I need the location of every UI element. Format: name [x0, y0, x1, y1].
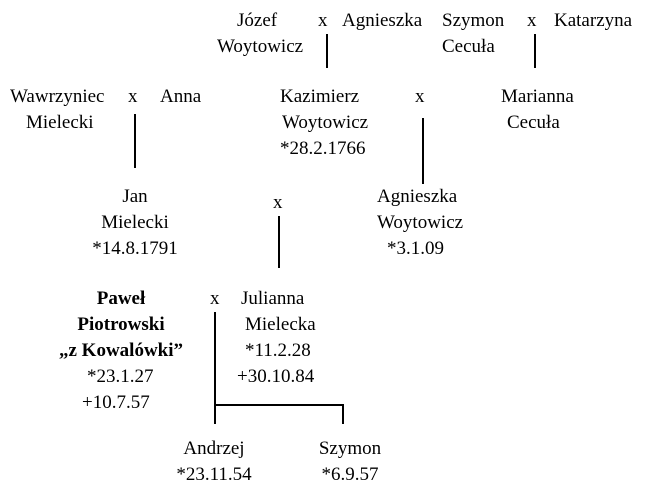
- descent-line-pawel-to-children: [214, 312, 216, 424]
- person-anna: Anna: [160, 86, 202, 107]
- person-birth: *23.11.54: [176, 464, 252, 485]
- descent-line-kazimierz-to-agnieszka: [422, 118, 424, 184]
- marriage-symbol-pawel-julianna: x: [210, 288, 220, 309]
- person-pawel-dates: *23.1.27 +10.7.57: [82, 364, 154, 416]
- person-birth: *3.1.09: [387, 238, 444, 259]
- person-birth: *14.8.1791: [92, 238, 178, 259]
- person-surname: Piotrowski: [77, 314, 165, 335]
- person-szymon: Szymon *6.9.57: [310, 436, 390, 488]
- person-first-name: Julianna: [241, 288, 305, 309]
- person-first-name: Andrzej: [183, 438, 245, 459]
- person-first-name: Kazimierz: [280, 86, 360, 107]
- descent-line-jozef-to-kazimierz: [326, 34, 328, 68]
- children-bar: [214, 404, 344, 406]
- person-birth: *6.9.57: [321, 464, 379, 485]
- descent-line-to-szymon: [342, 404, 344, 424]
- person-kazimierz-woytowicz: Kazimierz Woytowicz *28.2.1766: [280, 84, 368, 162]
- marriage-symbol-jozef-agnieszka: x: [318, 10, 328, 31]
- marriage-symbol-kazimierz-marianna: x: [415, 86, 425, 107]
- person-first-name: Józef: [237, 10, 278, 31]
- person-jozef-woytowicz: Józef Woytowicz: [217, 8, 303, 60]
- descent-line-jan-to-julianna: [278, 216, 280, 268]
- person-nickname: „z Kowalówki”: [58, 340, 184, 361]
- marriage-symbol-wawrzyniec-anna: x: [128, 86, 138, 107]
- person-surname: Woytowicz: [377, 212, 464, 233]
- person-surname: Mielecka: [245, 314, 316, 335]
- person-birth: *28.2.1766: [280, 138, 366, 159]
- person-first-name: Marianna: [501, 86, 574, 107]
- person-first-name: Agnieszka: [377, 186, 458, 207]
- person-surname: Mielecki: [101, 212, 169, 233]
- person-surname: Mielecki: [26, 112, 94, 133]
- person-first-name: Wawrzyniec: [10, 86, 105, 107]
- person-agnieszka-woytowicz: Agnieszka Woytowicz *3.1.09: [377, 184, 463, 262]
- person-death: +30.10.84: [237, 366, 315, 387]
- person-first-name: Szymon: [318, 438, 382, 459]
- person-surname: Woytowicz: [282, 112, 369, 133]
- person-szymon-cecula: Szymon Cecuła: [442, 8, 504, 60]
- person-pawel-piotrowski: Paweł Piotrowski „z Kowalówki”: [50, 286, 192, 364]
- person-katarzyna: Katarzyna: [554, 10, 633, 31]
- person-birth: *11.2.28: [245, 340, 311, 361]
- marriage-symbol-szymon-katarzyna: x: [527, 10, 537, 31]
- person-marianna-cecula: Marianna Cecuła: [501, 84, 574, 136]
- person-agnieszka: Agnieszka: [342, 10, 423, 31]
- person-surname: Cecuła: [507, 112, 560, 133]
- person-birth: *23.1.27: [87, 366, 154, 387]
- person-surname: Cecuła: [442, 36, 495, 57]
- descent-line-wawrzyniec-to-jan: [134, 114, 136, 168]
- descent-line-szymon-to-marianna: [534, 34, 536, 68]
- person-surname: Woytowicz: [217, 36, 304, 57]
- person-wawrzyniec-mielecki: Wawrzyniec Mielecki: [10, 84, 104, 136]
- person-first-name: Szymon: [442, 10, 505, 31]
- marriage-symbol-jan-agnieszka: x: [273, 192, 283, 213]
- person-julianna-mielecka: Julianna Mielecka *11.2.28 +30.10.84: [237, 286, 316, 390]
- person-andrzej: Andrzej *23.11.54: [170, 436, 258, 488]
- person-death: +10.7.57: [82, 392, 150, 413]
- person-first-name: Paweł: [96, 288, 146, 309]
- person-first-name: Jan: [122, 186, 148, 207]
- person-jan-mielecki: Jan Mielecki *14.8.1791: [86, 184, 184, 262]
